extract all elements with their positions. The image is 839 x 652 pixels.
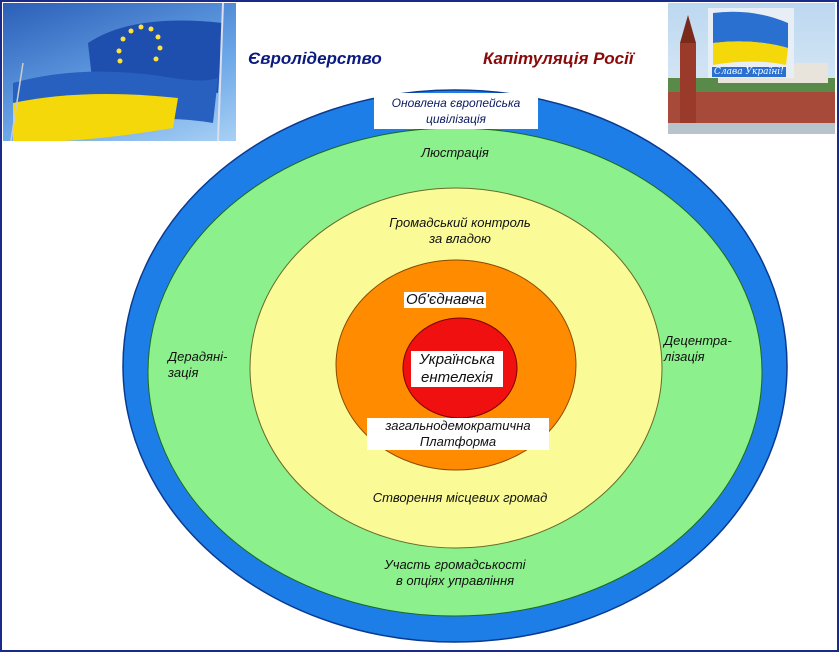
- unifying-label: Об'єднавча: [404, 291, 487, 308]
- de-sovietization-label: Дерадяні- зація: [168, 349, 228, 380]
- public-participation-label: Участь громадськості в опціях управління: [384, 557, 526, 588]
- renewed-european-civilization-label: Оновлена європейська цивілізація: [374, 93, 538, 129]
- ukrainian-entelechy-label: Українська ентелехія: [411, 351, 503, 387]
- public-control-label: Громадський контроль за владою: [389, 215, 531, 246]
- local-communities-label: Створення місцевих громад: [372, 490, 548, 505]
- democratic-platform-label: загальнодемократична Платформа: [367, 418, 549, 450]
- lustration-label: Люстрація: [421, 145, 489, 160]
- glory-to-ukraine-caption: Слава Україні!: [712, 67, 786, 77]
- eu-ukraine-flags-image: [3, 3, 236, 141]
- decentralization-label: Децентра- лізація: [664, 333, 732, 364]
- eurolidership-title: Євролідерство: [248, 49, 382, 68]
- russia-capitulation-title: Капітуляція Росії: [483, 49, 634, 68]
- kremlin-ukraine-flag-image: Слава Україні!: [668, 3, 835, 134]
